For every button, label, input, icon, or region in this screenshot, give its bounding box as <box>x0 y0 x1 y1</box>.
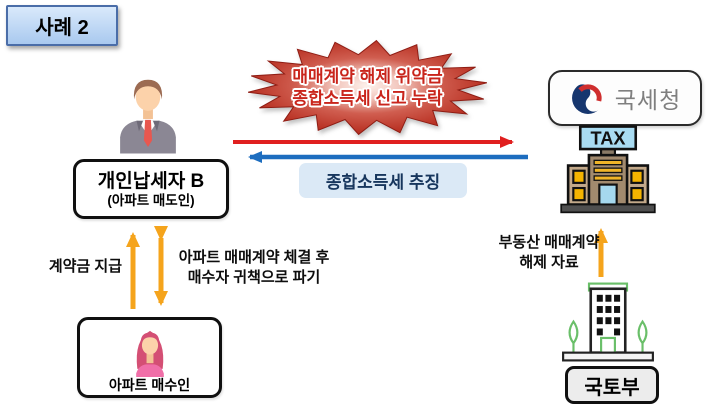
buyer-box: 아파트 매수인 <box>77 317 222 398</box>
government-building-icon <box>562 282 654 362</box>
cancellation-data-line2: 해제 자료 <box>519 254 579 271</box>
case-number-label: 사례 2 <box>35 17 89 39</box>
case-number-badge: 사례 2 <box>6 5 118 46</box>
contract-break-line2: 매수자 귀책으로 파기 <box>187 269 321 286</box>
buyer-label: 아파트 매수인 <box>108 377 191 393</box>
cancellation-data-label: 부동산 매매계약 해제 자료 <box>484 233 614 273</box>
seller-title: 개인납세자 B <box>97 170 205 192</box>
deposit-label: 계약금 지급 <box>48 258 122 275</box>
burst-line1: 매매계약 해제 위약금 <box>292 66 443 86</box>
molit-box: 국토부 <box>565 366 659 404</box>
seller-box: 개인납세자 B (아파트 매도인) <box>73 159 229 219</box>
nts-logo: 국세청 <box>548 70 702 126</box>
burst-line2: 종합소득세 신고 누락 <box>292 88 443 108</box>
contract-break-line1: 아파트 매매계약 체결 후 <box>178 249 330 266</box>
tax-levy-label: 종합소득세 추징 <box>325 173 441 192</box>
taegeuk-icon <box>571 84 602 114</box>
businessman-icon <box>120 79 176 154</box>
burst-warning-text: 매매계약 해제 위약금 종합소득세 신고 누락 <box>245 37 490 138</box>
nts-name: 국세청 <box>614 87 682 113</box>
woman-icon <box>135 330 164 377</box>
tax-building-icon: TAX <box>560 125 656 214</box>
cancellation-data-line1: 부동산 매매계약 <box>498 234 600 251</box>
tax-sign-text: TAX <box>590 129 625 149</box>
contract-break-label: 아파트 매매계약 체결 후 매수자 귀책으로 파기 <box>168 248 340 288</box>
tax-levy-badge: 종합소득세 추징 <box>299 163 467 198</box>
starburst-shape <box>245 37 490 138</box>
molit-label: 국토부 <box>584 376 640 399</box>
seller-subtitle: (아파트 매도인) <box>107 192 195 208</box>
